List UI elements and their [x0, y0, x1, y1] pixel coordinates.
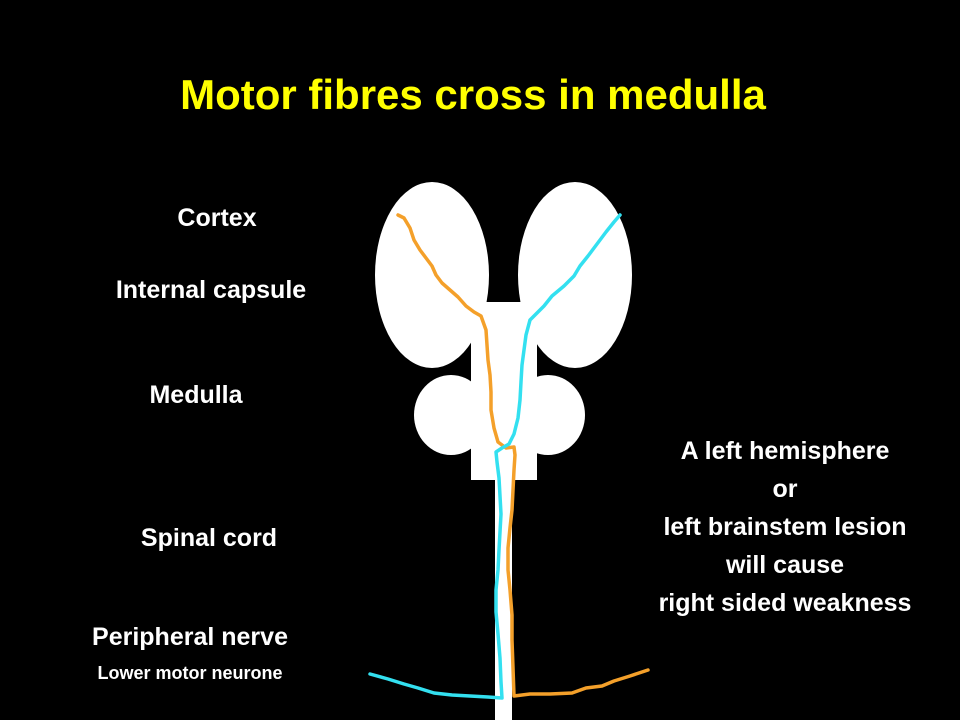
note-line: or [772, 475, 798, 503]
slide-title: Motor fibres cross in medulla [180, 71, 766, 118]
brain-silhouette [375, 182, 632, 720]
note-line: will cause [725, 551, 845, 579]
right-medulla-lobe [511, 375, 585, 455]
label-lower-motor-neurone: Lower motor neurone [97, 663, 283, 683]
label-internal-capsule: Internal capsule [115, 276, 307, 304]
note-line: left brainstem lesion [663, 513, 907, 541]
label-peripheral-nerve: Peripheral nerve [92, 623, 288, 651]
label-spinal-cord: Spinal cord [140, 524, 278, 552]
left-motor-tract [396, 213, 650, 698]
lesion-note: A left hemisphere or left brainstem lesi… [659, 432, 912, 622]
note-line: right sided weakness [658, 589, 912, 617]
right-motor-tract [368, 213, 622, 700]
left-hemisphere [375, 182, 489, 368]
left-medulla-lobe [414, 375, 488, 455]
label-cortex: Cortex [177, 204, 257, 232]
note-line: A left hemisphere [680, 437, 890, 465]
label-medulla: Medulla [149, 381, 243, 409]
